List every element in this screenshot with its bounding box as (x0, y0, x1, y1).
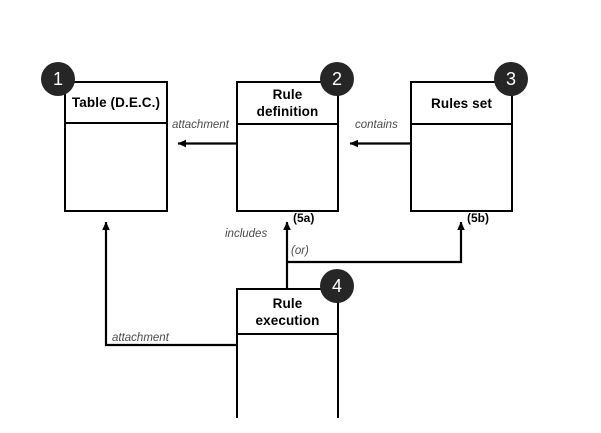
edge-label-attachment-top: attachment (172, 119, 229, 131)
node-table-body (66, 124, 166, 210)
badge-2: 2 (320, 62, 354, 96)
edge-execution-to-table (102, 221, 236, 347)
edge-marker-5b: (5b) (467, 211, 489, 225)
edge-label-includes: includes (225, 228, 268, 240)
edge-label-contains: contains (355, 119, 398, 131)
node-rules-set-body (412, 125, 511, 210)
edge-label-attachment-bottom: attachment (112, 332, 169, 344)
node-rules-set[interactable]: Rules set (410, 81, 513, 212)
edge-execution-to-rules-set (287, 221, 465, 264)
edge-marker-5a: (5a) (293, 211, 315, 225)
node-rule-execution-body (238, 335, 337, 420)
node-rule-definition[interactable]: Rule definition (236, 81, 339, 212)
node-rule-definition-title-line2: definition (256, 104, 319, 119)
badge-3: 3 (494, 62, 528, 96)
node-rule-execution-title-line1: Rule (272, 295, 303, 311)
node-rules-set-title: Rules set (412, 83, 511, 125)
edge-label-or: (or) (291, 245, 309, 257)
badge-4: 4 (320, 269, 354, 303)
node-rule-execution-title-line2: execution (255, 312, 320, 328)
node-rule-execution[interactable]: Rule execution (236, 288, 339, 420)
node-rule-definition-title: Rule definition (238, 83, 337, 125)
node-table[interactable]: Table (D.E.C.) (64, 81, 168, 212)
node-table-title: Table (D.E.C.) (66, 83, 166, 124)
badge-1: 1 (41, 62, 75, 96)
node-rule-execution-title: Rule execution (238, 290, 337, 335)
node-rule-definition-title-line1: Rule (272, 87, 303, 102)
node-rule-definition-body (238, 125, 337, 210)
